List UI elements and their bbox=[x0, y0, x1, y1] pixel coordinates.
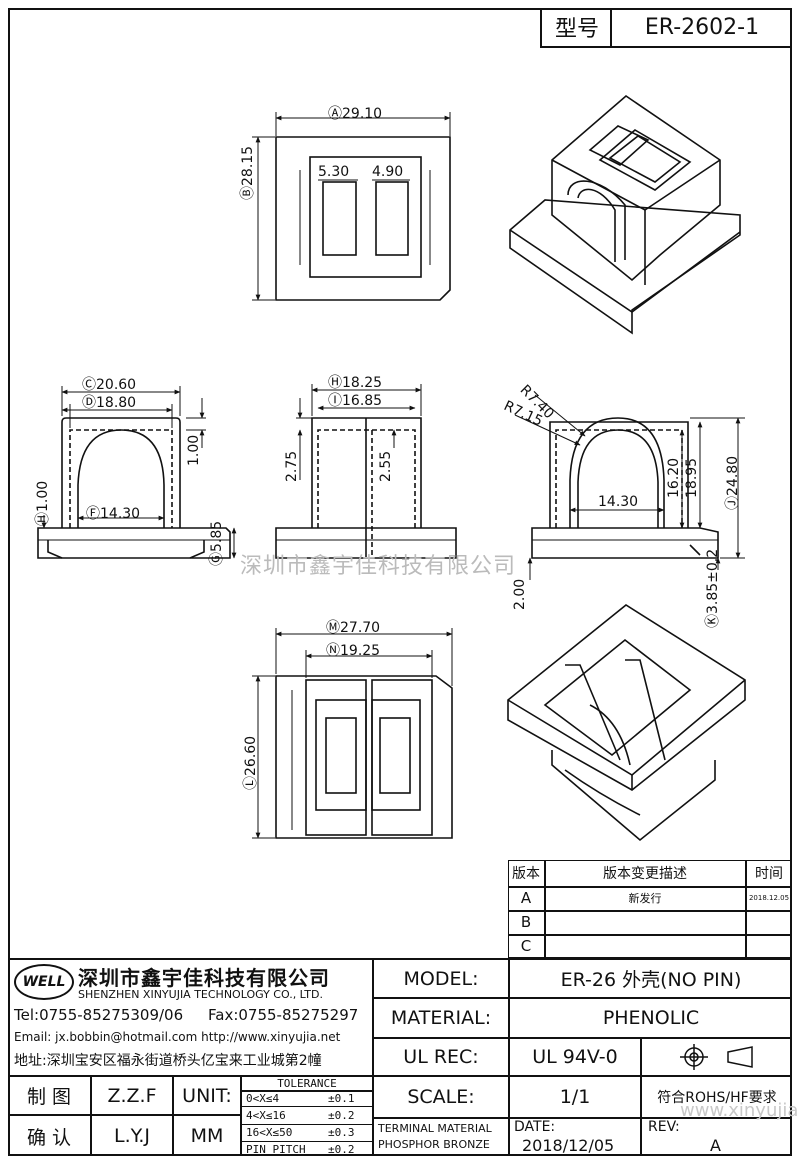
date-value: 2018/12/05 bbox=[522, 1136, 615, 1155]
rev-row-a-date: 2018.12.05 bbox=[748, 894, 790, 902]
drawing-frame bbox=[8, 8, 792, 1156]
dim-d: Ⓓ18.80 bbox=[82, 395, 137, 411]
projection-symbol-icon bbox=[680, 1044, 753, 1070]
tolerance-title: TOLERANCE bbox=[277, 1076, 337, 1090]
material-value: PHENOLIC bbox=[602, 1007, 700, 1029]
bottom-view bbox=[275, 675, 453, 839]
type-label: 型号 bbox=[554, 17, 599, 42]
tolerance-value-4: ±0.2 bbox=[328, 1143, 355, 1156]
dim-w1: 5.30 bbox=[318, 164, 350, 180]
tolerance-range-1: 0<X≤4 bbox=[246, 1092, 280, 1105]
dim-k: Ⓚ3.85±0.2 bbox=[705, 548, 721, 628]
ulrec-label: UL REC: bbox=[403, 1046, 479, 1068]
unit-label: UNIT: bbox=[182, 1084, 232, 1107]
dim-a: Ⓐ29.10 bbox=[328, 106, 383, 122]
dim-1620: 16.20 bbox=[666, 457, 682, 498]
terminal-line1: TERMINAL MATERIAL bbox=[378, 1122, 492, 1135]
dim-f: Ⓕ14.30 bbox=[86, 506, 141, 522]
company-email: Email: jx.bobbin@hotmail.com http://www.… bbox=[14, 1030, 341, 1044]
front-view-middle bbox=[275, 417, 457, 559]
dim-i: Ⓘ16.85 bbox=[328, 393, 383, 409]
check-label: 确 认 bbox=[26, 1126, 72, 1149]
rohs-note: 符合ROHS/HF要求 bbox=[657, 1090, 777, 1106]
rev-row-b: B bbox=[520, 913, 532, 931]
dim-275: 2.75 bbox=[284, 450, 300, 482]
company-tel: Tel:0755-85275309/06 bbox=[14, 1006, 184, 1024]
model-value: ER-26 外壳(NO PIN) bbox=[560, 969, 742, 991]
tolerance-value-2: ±0.2 bbox=[328, 1109, 355, 1122]
unit-value: MM bbox=[190, 1125, 224, 1147]
rev-row-a-desc: 新发行 bbox=[628, 892, 662, 905]
rev-value: A bbox=[710, 1136, 721, 1155]
draw-label: 制 图 bbox=[26, 1086, 72, 1108]
dim-l: Ⓛ26.60 bbox=[243, 735, 259, 790]
scale-value: 1/1 bbox=[559, 1086, 591, 1108]
check-value: L.Y.J bbox=[113, 1125, 151, 1147]
dim-n: Ⓝ19.25 bbox=[326, 643, 381, 659]
dim-m1430: 14.30 bbox=[598, 494, 639, 510]
dim-b: Ⓑ28.15 bbox=[240, 145, 256, 200]
date-label: DATE: bbox=[514, 1119, 556, 1135]
dim-m: Ⓜ27.70 bbox=[326, 620, 381, 636]
tolerance-range-2: 4<X≤16 bbox=[246, 1109, 286, 1122]
company-name-cn: 深圳市鑫宇佳科技有限公司 bbox=[78, 966, 330, 990]
rev-header-desc: 版本变更描述 bbox=[603, 866, 687, 882]
tolerance-range-3: 16<X≤50 bbox=[246, 1126, 293, 1139]
watermark: 深圳市鑫宇佳科技有限公司 bbox=[240, 554, 517, 579]
top-view bbox=[275, 136, 451, 301]
rev-label: REV: bbox=[648, 1119, 680, 1135]
rev-row-c: C bbox=[520, 937, 532, 955]
dim-c: Ⓒ20.60 bbox=[82, 377, 137, 393]
model-code-cell: ER-2602-1 bbox=[610, 8, 792, 48]
rev-header-version: 版本 bbox=[512, 866, 540, 882]
company-address: 地址:深圳宝安区福永街道桥头亿宝来工业城第2幢 bbox=[14, 1053, 322, 1069]
dim-j: Ⓙ24.80 bbox=[725, 455, 741, 510]
tolerance-value-1: ±0.1 bbox=[328, 1092, 355, 1105]
draw-value: Z.Z.F bbox=[107, 1084, 157, 1107]
model-label: MODEL: bbox=[403, 967, 479, 990]
type-label-cell: 型号 bbox=[540, 8, 612, 48]
material-label: MATERIAL: bbox=[390, 1007, 492, 1029]
dim-200: 2.00 bbox=[512, 578, 528, 610]
side-view-right bbox=[531, 417, 719, 559]
company-name-en: SHENZHEN XINYUJIA TECHNOLOGY CO., LTD. bbox=[78, 988, 323, 1001]
isometric-view-bottom bbox=[507, 604, 746, 842]
terminal-line2: PHOSPHOR BRONZE bbox=[378, 1138, 490, 1151]
tolerance-value-3: ±0.3 bbox=[328, 1126, 355, 1139]
rev-row-a: A bbox=[520, 889, 532, 907]
front-view-left bbox=[37, 417, 231, 559]
revision-table bbox=[508, 860, 792, 958]
dim-255: 2.55 bbox=[378, 450, 394, 482]
watermark-url: www.xinyujia.net bbox=[680, 1100, 800, 1121]
dim-w2: 4.90 bbox=[372, 164, 404, 180]
ulrec-value: UL 94V-0 bbox=[532, 1046, 618, 1068]
rev-header-time: 时间 bbox=[755, 866, 783, 882]
isometric-view-top bbox=[509, 94, 741, 335]
dim-h-left: Ⓗ1.00 bbox=[35, 480, 51, 526]
scale-label: SCALE: bbox=[407, 1086, 475, 1108]
dim-1895: 18.95 bbox=[684, 457, 700, 498]
company-logo: WELL bbox=[14, 964, 74, 1000]
dim-g: Ⓖ5.85 bbox=[209, 520, 225, 566]
model-code: ER-2602-1 bbox=[644, 14, 760, 40]
company-fax: Fax:0755-85275297 bbox=[208, 1006, 359, 1024]
dim-h: Ⓗ18.25 bbox=[328, 375, 383, 391]
dim-e: 1.00 bbox=[186, 434, 202, 466]
tolerance-range-4: PIN PITCH bbox=[246, 1143, 306, 1156]
